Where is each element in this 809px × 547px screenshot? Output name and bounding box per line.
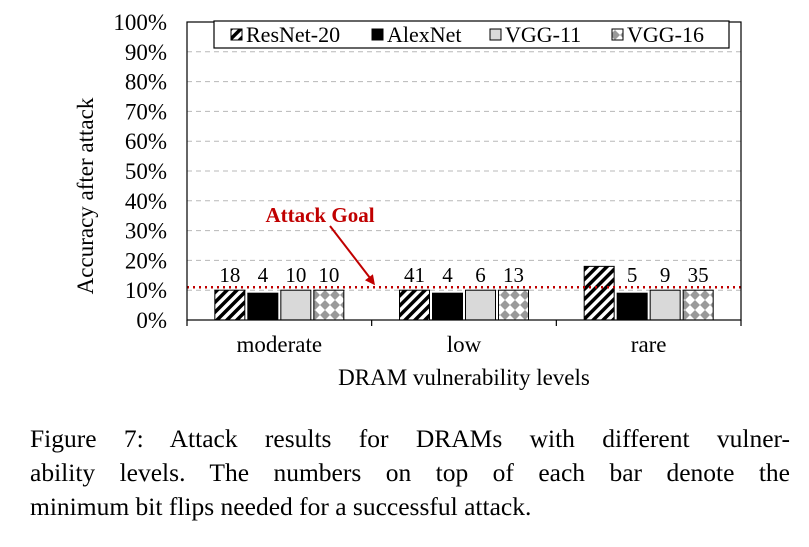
- y-tick-label: 80%: [125, 70, 167, 95]
- y-tick-label: 50%: [125, 159, 167, 184]
- bar-vgg-11-rare: [649, 289, 681, 321]
- x-tick-labels: moderate low rare: [186, 320, 742, 357]
- bar-value-label: 10: [318, 263, 339, 287]
- bar-resnet-20-low: [399, 289, 430, 321]
- legend-label: VGG-11: [505, 22, 581, 47]
- y-tick-label: 30%: [125, 219, 167, 244]
- bar-vgg-16-low: [498, 289, 529, 321]
- grid-lines: [187, 51, 741, 291]
- caption-line-1: Figure 7: Attack results for DRAMs with …: [30, 424, 790, 453]
- bar-chart: 0% 10% 20% 30% 40% 50% 60% 70% 80% 90% 100% 18 4 10 1…: [73, 10, 742, 390]
- y-tick-label: 40%: [125, 189, 167, 214]
- attack-goal-arrowhead: [364, 274, 375, 286]
- legend-swatch-vgg-16: [611, 28, 624, 41]
- y-tick-label: 20%: [125, 248, 167, 273]
- bar-vgg-16-rare: [682, 289, 714, 321]
- legend: ResNet-20 AlexNet VGG-11 VGG-16: [213, 20, 730, 49]
- bar-value-label: 13: [503, 263, 524, 287]
- y-axis-label: Accuracy after attack: [73, 97, 98, 294]
- y-tick-label: 60%: [125, 129, 167, 154]
- y-tick-label: 70%: [125, 99, 167, 124]
- caption-line-3: minimum bit flips needed for a successfu…: [30, 492, 532, 521]
- y-tick-label: 0%: [136, 308, 167, 333]
- legend-swatch-resnet-20: [230, 28, 243, 41]
- y-tick-labels: 0% 10% 20% 30% 40% 50% 60% 70% 80% 90% 100%: [113, 10, 167, 333]
- caption-line-2: ability levels. The numbers on top of ea…: [30, 458, 790, 487]
- bar-value-label: 41: [404, 263, 425, 287]
- bar-alexnet-moderate: [247, 292, 279, 321]
- y-tick-label: 10%: [125, 278, 167, 303]
- x-axis-label: DRAM vulnerability levels: [338, 365, 590, 390]
- figure-caption: Figure 7: Attack results for DRAMs with …: [30, 422, 790, 524]
- bar-value-label: 10: [285, 263, 306, 287]
- y-tick-label: 90%: [125, 40, 167, 65]
- bar-vgg-16-moderate: [313, 289, 345, 321]
- legend-label: AlexNet: [387, 22, 462, 47]
- bar-resnet-20-moderate: [214, 289, 246, 321]
- bar-alexnet-rare: [616, 292, 648, 321]
- bar-value-label: 5: [627, 263, 638, 287]
- attack-goal-label: Attack Goal: [265, 203, 374, 227]
- legend-label: VGG-16: [627, 22, 704, 47]
- bar-value-label: 6: [475, 263, 486, 287]
- bar-value-label: 18: [219, 263, 240, 287]
- attack-goal-arrow: [329, 225, 372, 280]
- bar-value-label: 9: [660, 263, 671, 287]
- bar-resnet-20-rare: [583, 265, 615, 321]
- bar-value-label: 4: [258, 263, 269, 287]
- bar-value-label: 4: [442, 263, 453, 287]
- legend-swatch-alexnet: [371, 28, 384, 41]
- bars: [214, 265, 714, 321]
- x-tick-label: rare: [631, 332, 667, 357]
- legend-swatch-vgg-11: [489, 28, 502, 41]
- legend-label: ResNet-20: [246, 22, 340, 47]
- x-tick-label: moderate: [237, 332, 323, 357]
- legend-box: [213, 20, 730, 49]
- bar-value-label: 35: [688, 263, 709, 287]
- y-tick-label: 100%: [113, 10, 167, 35]
- bar-alexnet-low: [432, 292, 463, 321]
- bar-vgg-11-moderate: [280, 289, 312, 321]
- bar-vgg-11-low: [465, 289, 496, 321]
- x-tick-label: low: [447, 332, 482, 357]
